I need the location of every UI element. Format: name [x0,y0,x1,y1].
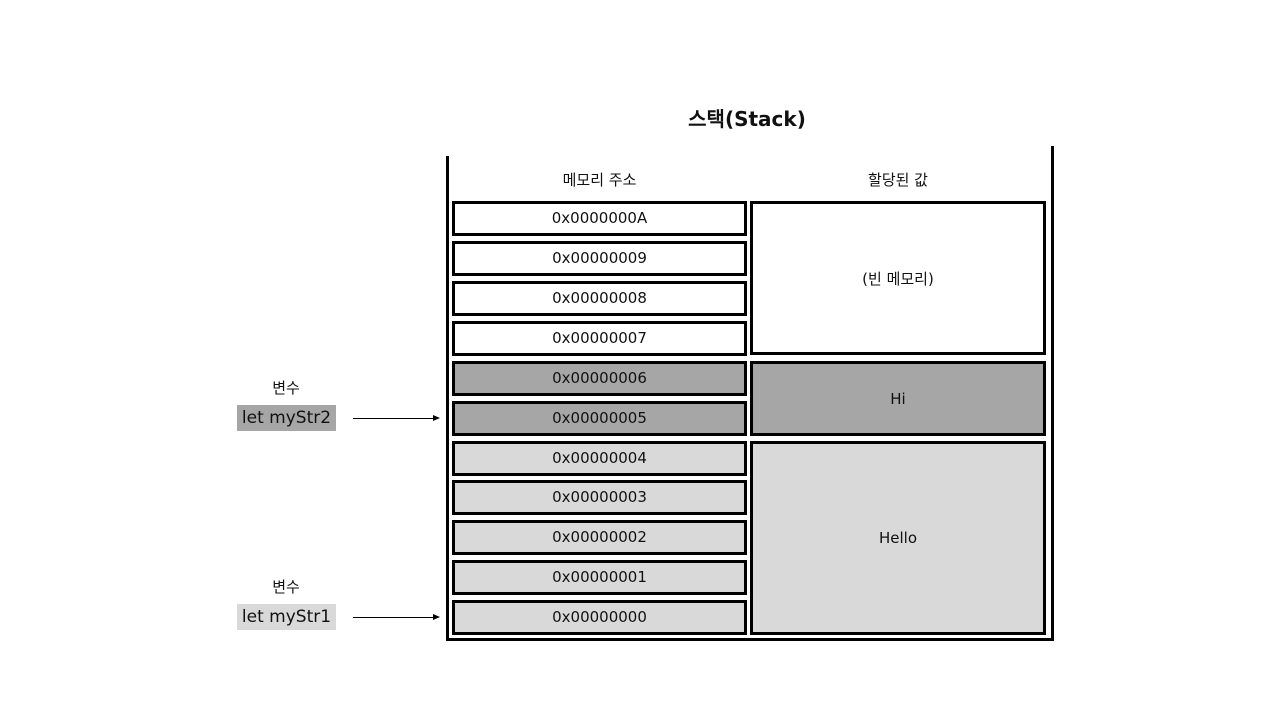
address-cell: 0x00000003 [452,480,747,515]
address-column-header: 메모리 주소 [562,171,637,189]
diagram-title: 스택(Stack) [688,107,806,131]
address-cell: 0x00000007 [452,321,747,356]
address-cell: 0x00000008 [452,281,747,316]
address-cell: 0x0000000A [452,201,747,236]
stack-right-wall [1051,146,1054,641]
address-cell: 0x00000001 [452,560,747,595]
stack-bottom-wall [446,638,1054,641]
value-label: Hello [878,529,918,547]
arrow-head-icon [433,614,440,620]
value-label: (빈 메모리) [862,269,934,288]
arrow-head-icon [433,415,440,421]
variable-name-mystr2: let myStr2 [237,405,336,431]
address-cell: 0x00000005 [452,401,747,436]
value-label: Hi [890,389,906,408]
address-cell: 0x00000002 [452,520,747,555]
address-cell: 0x00000000 [452,600,747,635]
value-column-header: 할당된 값 [868,171,928,189]
pointer-arrow-line [353,418,433,419]
stack-left-wall [446,156,449,641]
variable-caption: 변수 [272,578,300,596]
pointer-arrow-line [353,617,433,618]
address-cell: 0x00000009 [452,241,747,276]
variable-name-mystr1: let myStr1 [237,604,336,630]
address-cell: 0x00000006 [452,361,747,396]
value-block-hi: Hi [750,361,1046,436]
value-block-hello: Hello [750,441,1046,635]
value-block-empty: (빈 메모리) [750,201,1046,355]
address-cell: 0x00000004 [452,441,747,476]
variable-caption: 변수 [272,379,300,397]
